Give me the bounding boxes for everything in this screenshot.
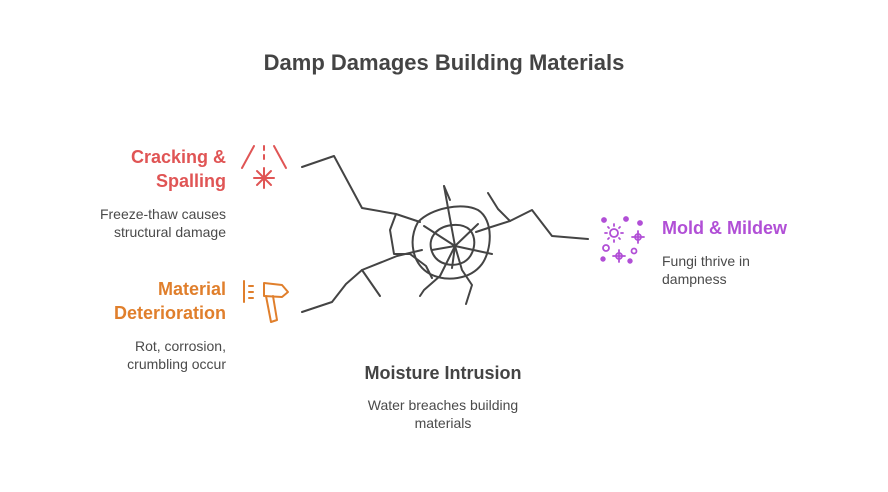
deterioration-title-line1: Material [157,279,226,299]
cracked-glass-icon [301,155,589,313]
cracking-title-line1: Cracking & [130,147,226,167]
hammer-icon [243,280,289,323]
mold-mildew-description: Fungi thrive in dampness [662,252,862,288]
cracking-title-line2: Spalling [155,171,226,191]
cracking-spalling-heading: Cracking & Spalling [60,145,226,193]
page-title: Damp Damages Building Materials [263,50,625,75]
moisture-desc-line2: materials [414,415,472,431]
deterioration-desc-line2: crumbling occur [127,356,226,372]
moisture-intrusion-heading: Moisture Intrusion [364,363,522,383]
deterioration-title-line2: Deterioration [113,303,226,323]
deterioration-desc-line1: Rot, corrosion, [134,338,226,354]
mold-mildew-heading: Mold & Mildew [662,218,787,238]
cracking-spalling-description: Freeze-thaw causes structural damage [40,205,226,241]
mold-desc-line2: dampness [662,271,727,287]
mold-desc-line1: Fungi thrive in [662,253,750,269]
cracking-desc-line1: Freeze-thaw causes [99,206,226,222]
moisture-desc-line1: Water breaches building [367,397,519,413]
moisture-intrusion-description: Water breaches building materials [330,396,556,432]
cracking-desc-line2: structural damage [113,224,226,240]
spores-icon [600,216,645,264]
material-deterioration-heading: Material Deterioration [60,277,226,325]
snowflake-icon [241,145,287,189]
material-deterioration-description: Rot, corrosion, crumbling occur [40,337,226,373]
